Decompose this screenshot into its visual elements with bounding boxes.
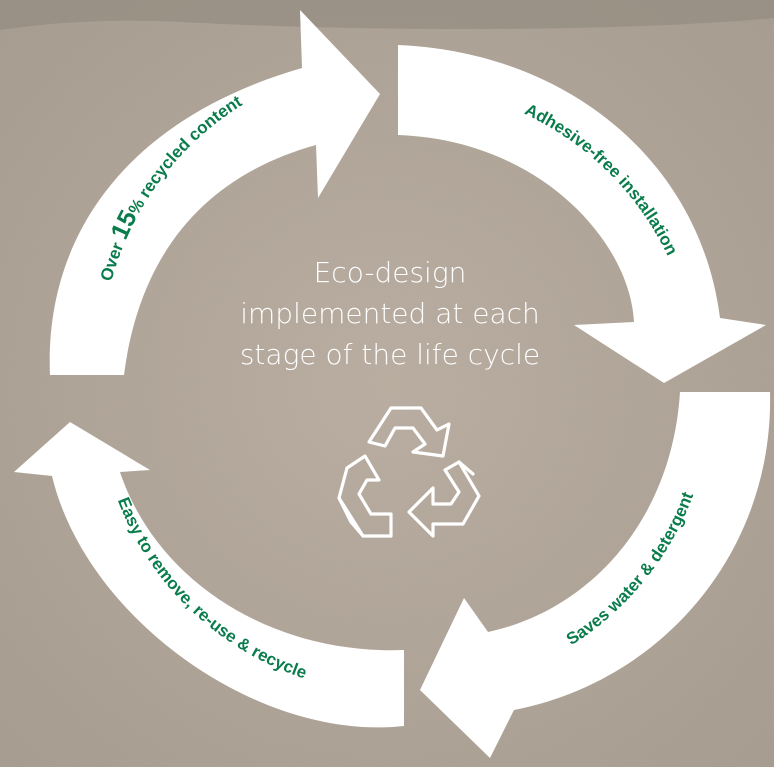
center-title-line-3: stage of the life cycle: [239, 338, 541, 371]
recycle-icon: [337, 406, 481, 538]
cycle-arrow-2: [398, 45, 766, 383]
cycle-arrow-3: [420, 392, 771, 758]
cycle-arrow-4: [14, 422, 404, 728]
center-title-line-1: Eco-design: [313, 256, 467, 289]
cycle-arrow-1: [49, 10, 380, 375]
center-title: Eco-design implemented at each stage of …: [170, 252, 610, 375]
center-title-line-2: implemented at each: [240, 297, 540, 330]
